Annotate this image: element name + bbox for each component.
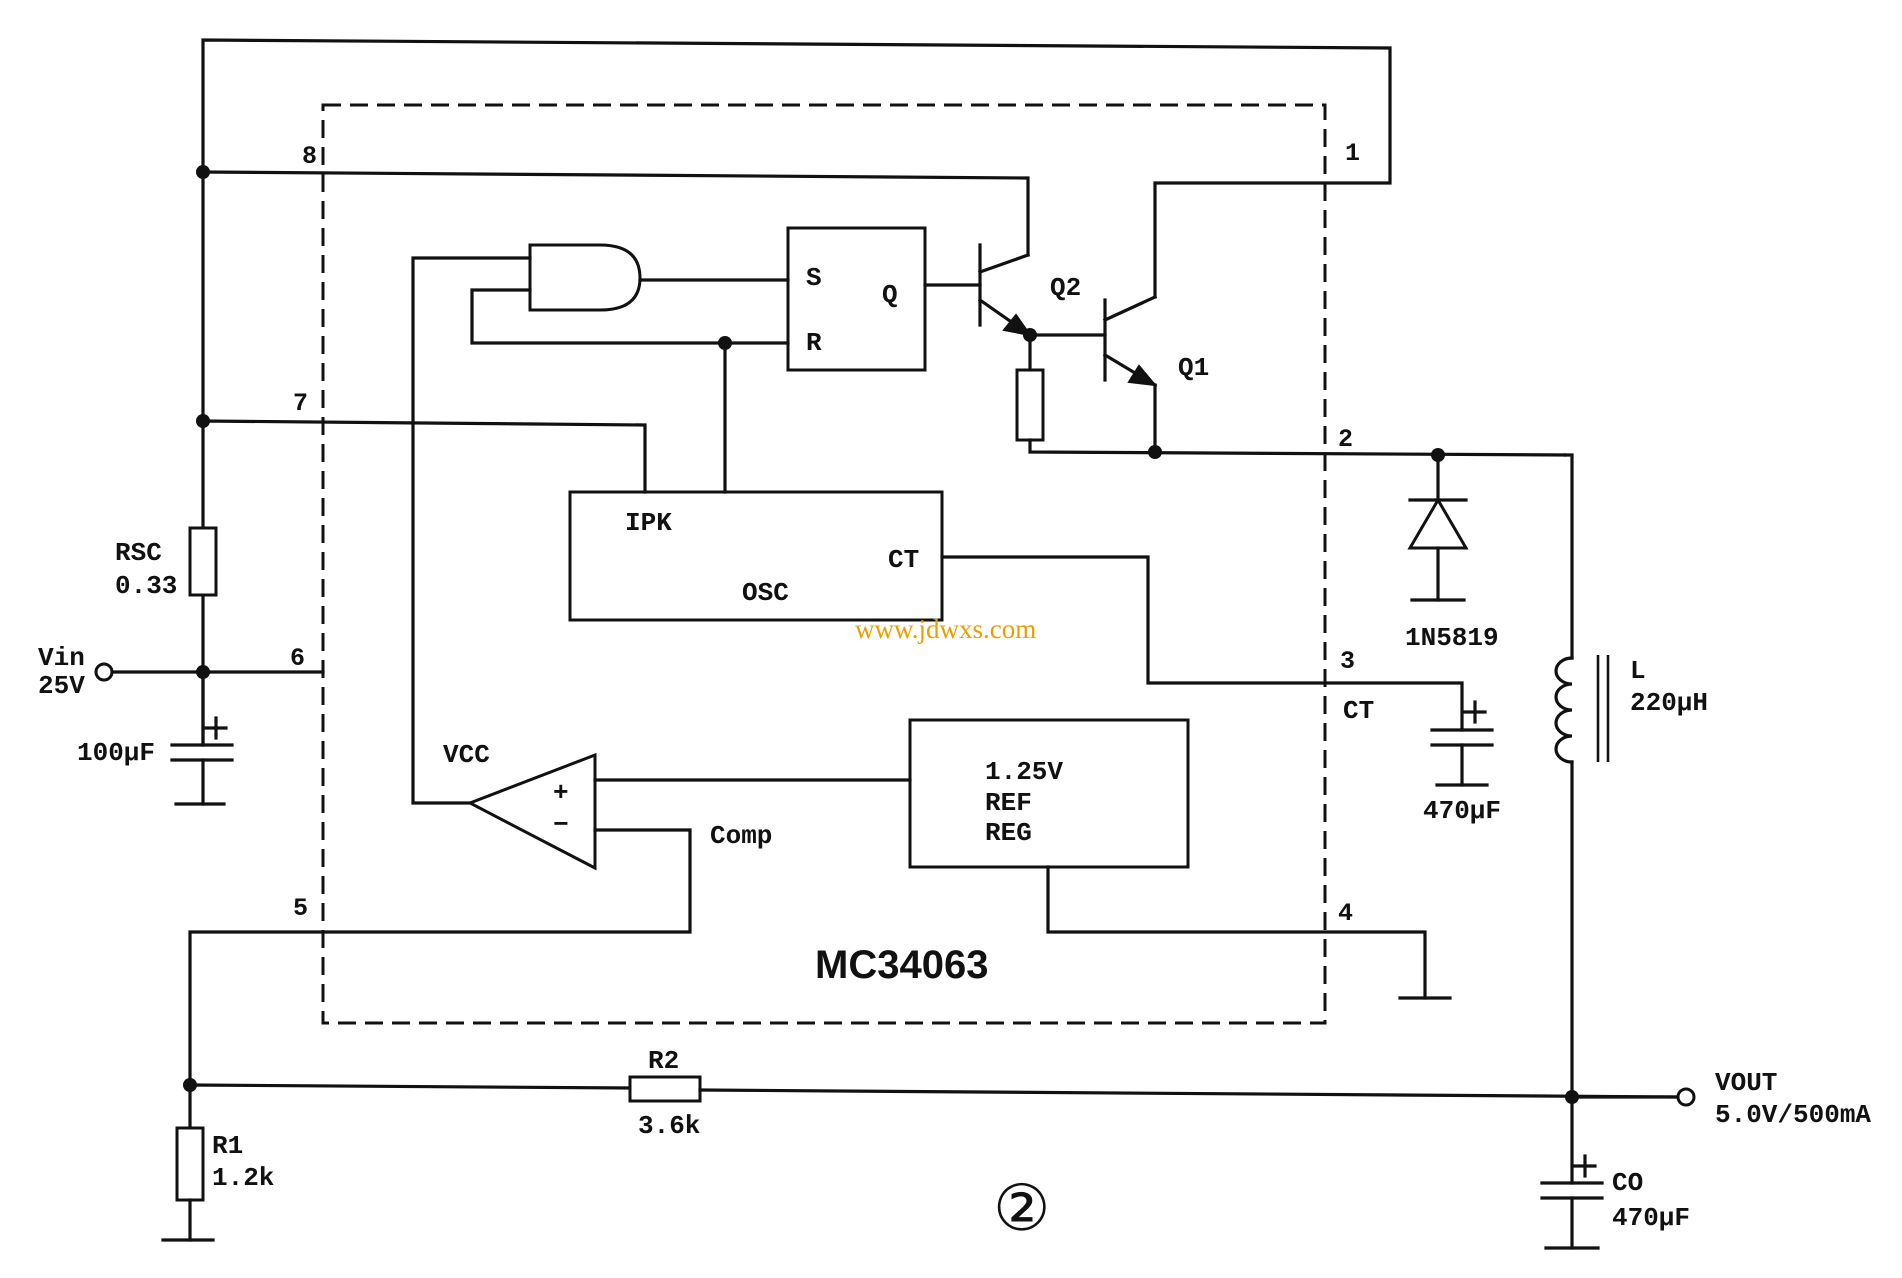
r1-value-label: 1.2k xyxy=(212,1163,274,1193)
ref-line2-label: REF xyxy=(985,788,1032,818)
co-name-label: CO xyxy=(1612,1168,1643,1198)
ref-line1-label: 1.25V xyxy=(985,757,1063,787)
pin-6-label: 6 xyxy=(290,644,305,673)
vout-value-label: 5.0V/500mA xyxy=(1715,1100,1871,1130)
and-gate xyxy=(528,243,642,312)
inductor-name-label: L xyxy=(1630,656,1646,686)
ref-line3-label: REG xyxy=(985,818,1032,848)
r2-name-label: R2 xyxy=(648,1046,679,1076)
cin-value-label: 100μF xyxy=(77,738,155,768)
pin-8-label: 8 xyxy=(302,142,317,171)
cin-plus-icon xyxy=(204,716,228,740)
junction-vout xyxy=(1565,1090,1579,1104)
q2-collector xyxy=(977,252,1031,275)
vout-terminal xyxy=(1676,1087,1696,1107)
wire-r2-to-vout xyxy=(698,1088,1680,1099)
resistor-rsc xyxy=(188,526,218,597)
comparator-vcc-label: VCC xyxy=(443,740,490,770)
wire-ref-to-ground xyxy=(1046,865,1427,1000)
resistor-r1 xyxy=(175,1126,205,1202)
pin-5-label: 5 xyxy=(293,894,308,923)
pin-3-label: 3 xyxy=(1340,647,1355,676)
ic-boundary xyxy=(321,103,1327,1025)
comparator-plus-label: + xyxy=(553,778,569,808)
q1-collector xyxy=(1102,294,1158,323)
ct-cap-value-label: 470μF xyxy=(1423,796,1501,826)
osc-ipk-label: IPK xyxy=(625,508,672,538)
pin-2-label: 2 xyxy=(1338,425,1353,454)
wire-comp-to-and xyxy=(411,256,532,805)
junction-pin7 xyxy=(196,414,210,428)
osc-ct-label: CT xyxy=(888,545,919,575)
watermark-text: www.jdwxs.com xyxy=(855,614,1036,644)
comparator-comp-label: Comp xyxy=(710,821,772,851)
q1-emitter-arrow-icon xyxy=(1127,364,1158,387)
resistor-q2-emitter xyxy=(1015,368,1045,442)
q1-label: Q1 xyxy=(1178,353,1209,383)
pin-4-label: 4 xyxy=(1338,899,1353,928)
reference-box xyxy=(908,718,1190,869)
flipflop-box xyxy=(786,226,927,372)
comparator-minus-label: − xyxy=(553,810,569,840)
q2-label: Q2 xyxy=(1050,273,1081,303)
wire-r1-to-r2 xyxy=(188,1083,632,1090)
wire-ct-to-pin3 xyxy=(940,555,1464,732)
wire-pin7-to-ipk xyxy=(201,419,647,494)
diode-triangle xyxy=(1407,497,1469,550)
diode-name-label: 1N5819 xyxy=(1405,623,1499,653)
junction-r-osc xyxy=(718,336,732,350)
wire-pin8-to-pin1-loop xyxy=(201,38,1392,299)
co-plus-icon xyxy=(1573,1154,1597,1178)
junction-q1-emitter xyxy=(1148,445,1162,459)
rsc-name-label: RSC xyxy=(115,538,162,568)
wire-pin2-to-inductor xyxy=(1563,453,1574,660)
figure-number: ② xyxy=(993,1172,1050,1246)
junction-pin8 xyxy=(196,165,210,179)
vin-name-label: Vin xyxy=(38,643,85,673)
flipflop-q-label: Q xyxy=(882,280,898,310)
r1-name-label: R1 xyxy=(212,1131,243,1161)
pin-1-label: 1 xyxy=(1345,139,1360,168)
co-value-label: 470μF xyxy=(1612,1203,1690,1233)
flipflop-s-label: S xyxy=(806,263,822,293)
flipflop-r-label: R xyxy=(806,328,822,358)
q2-emitter-arrow-icon xyxy=(1002,313,1033,337)
junction-feedback xyxy=(183,1078,197,1092)
wire-comp-to-pin5 xyxy=(188,828,692,1087)
ct-plus-icon xyxy=(1463,700,1487,724)
ct-cap-name-label: CT xyxy=(1343,696,1374,726)
ic-name-label: MC34063 xyxy=(815,943,988,987)
rsc-value-label: 0.33 xyxy=(115,571,177,601)
inductor-coil xyxy=(1554,656,1574,764)
junction-diode xyxy=(1431,448,1445,462)
wire-and-feedback xyxy=(470,288,790,345)
pin-7-label: 7 xyxy=(293,389,308,418)
vin-value-label: 25V xyxy=(38,671,85,701)
vout-name-label: VOUT xyxy=(1715,1068,1777,1098)
junction-vin xyxy=(196,665,210,679)
wire-pin8-to-q2-collector xyxy=(201,170,1030,257)
comparator-triangle xyxy=(466,752,597,871)
vin-terminal xyxy=(94,662,114,682)
r2-value-label: 3.6k xyxy=(638,1111,700,1141)
osc-label: OSC xyxy=(742,578,789,608)
resistor-r2 xyxy=(628,1075,702,1103)
inductor-value-label: 220μH xyxy=(1630,688,1708,718)
wire-q2-resistor-to-pin2 xyxy=(1028,438,1567,457)
junction-q2-emitter xyxy=(1023,328,1037,342)
